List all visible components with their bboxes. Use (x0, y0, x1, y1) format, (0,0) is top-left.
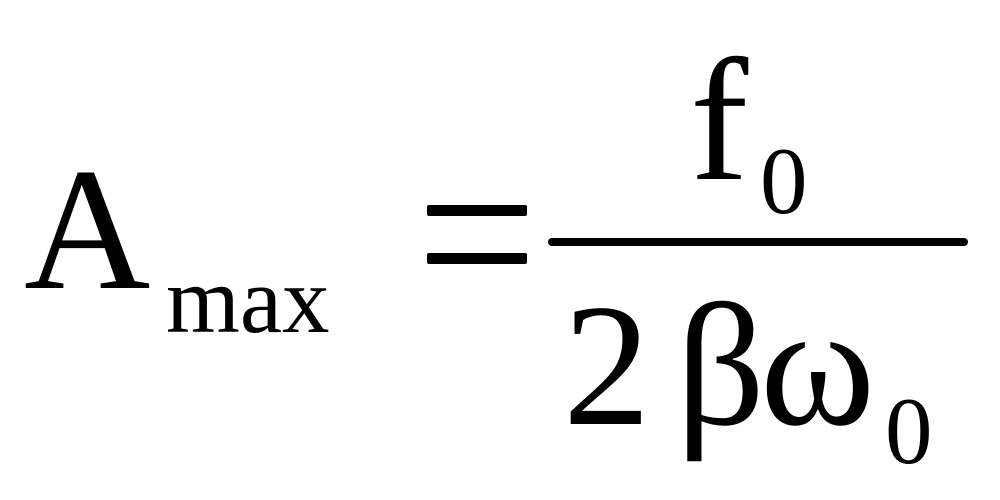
denominator-subscript: 0 (885, 378, 933, 484)
denominator-beta: β (676, 268, 766, 462)
numerator-subscript: 0 (760, 128, 808, 234)
equals-bottom-bar (427, 253, 527, 264)
numerator-symbol: f (690, 23, 749, 217)
fraction-bar (548, 238, 968, 246)
equals-top-bar (427, 205, 527, 216)
denominator-coefficient: 2 (563, 268, 651, 462)
amplitude-subscript: max (166, 247, 330, 353)
denominator-omega: ω (760, 268, 876, 462)
amplitude-symbol: A (24, 132, 151, 326)
